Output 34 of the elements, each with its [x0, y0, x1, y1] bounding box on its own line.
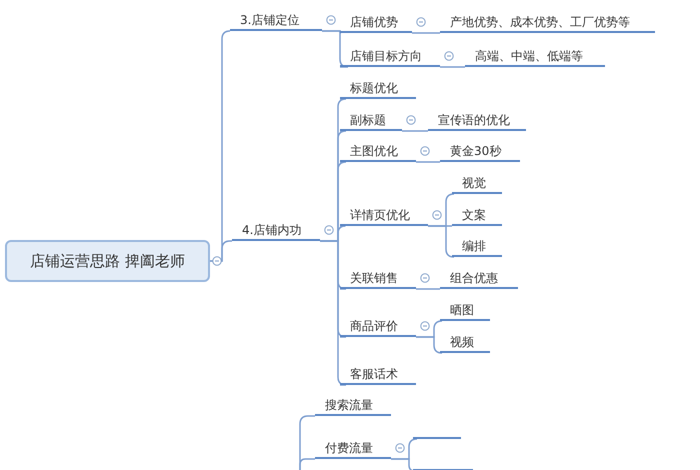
topic-label: 付费流量 — [315, 440, 391, 459]
topic-label: 主图优化 — [340, 143, 416, 162]
branch-line — [320, 240, 347, 386]
topic-label: 店铺目标方向 — [340, 48, 440, 67]
topic-label: 副标题 — [340, 112, 402, 131]
topic-label: 组合优惠 — [440, 270, 518, 289]
branch-line — [412, 32, 440, 34]
topic-label: 文案 — [452, 207, 502, 226]
topic-label: 店铺优势 — [340, 14, 412, 33]
branch-line — [299, 458, 315, 470]
topic-label: 视觉 — [452, 175, 502, 194]
topic-label: 关联销售 — [340, 270, 416, 289]
branch-line — [322, 30, 349, 68]
topic-label: 高端、中端、低端等 — [465, 48, 605, 67]
topic-label: 黄金30秒 — [440, 143, 520, 162]
topic-label: 标题优化 — [340, 80, 416, 99]
branch-line — [440, 66, 465, 68]
topic-label: 视频 — [440, 334, 490, 353]
topic-label: 编排 — [452, 238, 502, 257]
branch-line — [416, 288, 440, 290]
topic-label: 产地优势、成本优势、工厂优势等 — [440, 14, 655, 33]
topic-label: 晒图 — [440, 302, 490, 321]
topic-label: 宣传语的优化 — [428, 112, 526, 131]
topic-label: 详情页优化 — [340, 207, 428, 226]
topic-label: 搜索流量 — [315, 397, 391, 416]
branch-line — [416, 336, 443, 354]
topic-label: 商品评价 — [340, 318, 416, 337]
topic-label: 3.店铺定位 — [230, 12, 322, 31]
topic-label: 4.店铺内功 — [232, 222, 320, 241]
branch-line — [416, 161, 440, 163]
root-topic-box: 店铺运营思路 捭阖老师 — [5, 240, 210, 282]
branch-line — [402, 130, 428, 132]
topic-label: 客服话术 — [340, 366, 416, 385]
branch-line — [428, 225, 455, 258]
